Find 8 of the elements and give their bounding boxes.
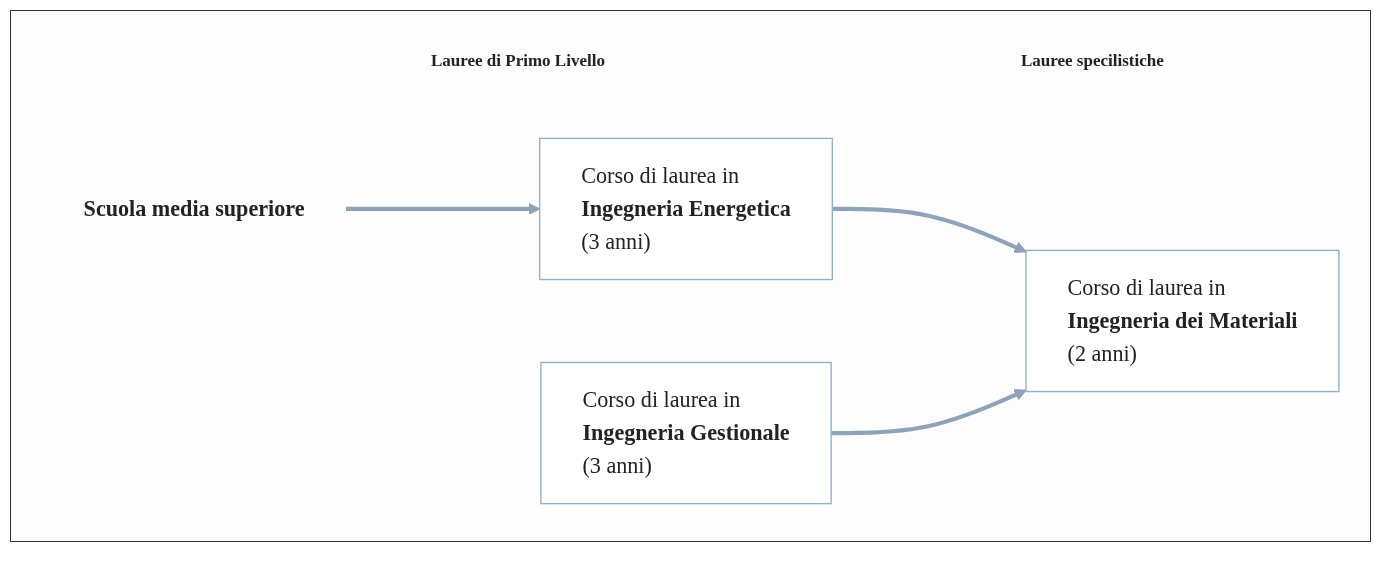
node-box: Corso di laurea in Ingegneria Gestionale (3 anni) [540, 361, 832, 505]
node-text: Scuola media superiore [83, 196, 305, 221]
column-heading: Lauree specilistiche [1021, 51, 1165, 71]
column-heading: Lauree di Primo Livello [431, 51, 606, 71]
arrow [832, 206, 1027, 253]
node-box: Corso di laurea in Ingegneria Energetica (3 anni) [539, 137, 834, 281]
node-box: Corso di laurea in Ingegneria dei Materiali (2 anni) [1025, 249, 1340, 393]
arrow [831, 389, 1027, 436]
